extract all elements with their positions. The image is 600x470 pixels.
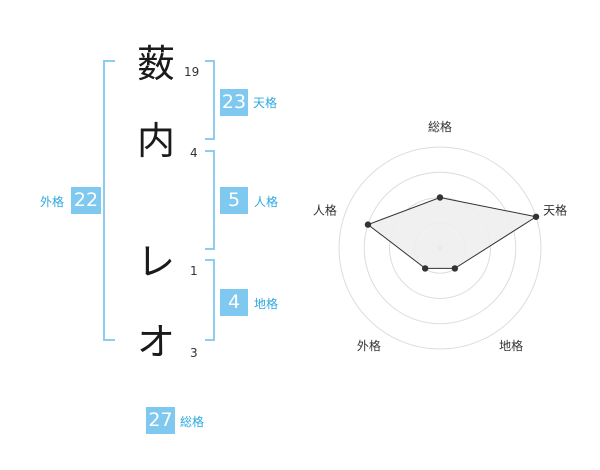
radar-value-polygon xyxy=(366,196,538,269)
gaikaku-bracket xyxy=(103,60,115,341)
jinkaku-bracket xyxy=(205,150,215,250)
name-char-1: 薮 xyxy=(136,42,175,86)
tenkaku-value-box: 23 xyxy=(220,89,248,116)
radar-axis-label-3: 地格 xyxy=(499,338,523,353)
stroke-count-2: 4 xyxy=(190,146,198,160)
tenkaku-label: 天格 xyxy=(253,96,278,110)
chikaku-bracket xyxy=(205,259,215,341)
chikaku-label: 地格 xyxy=(254,297,279,311)
gaikaku-value-box: 22 xyxy=(71,187,101,214)
radar-point-1 xyxy=(436,194,444,201)
chikaku-value-box: 4 xyxy=(220,289,248,316)
radar-point-2 xyxy=(532,213,540,220)
stroke-count-1: 19 xyxy=(184,65,200,79)
tenkaku-bracket xyxy=(205,60,215,140)
name-char-2: 内 xyxy=(136,119,175,163)
gaikaku-label: 外格 xyxy=(40,195,65,209)
radar-point-3 xyxy=(451,265,459,272)
stroke-count-3: 1 xyxy=(190,264,198,278)
soukaku-label: 総格 xyxy=(180,415,205,429)
name-char-3: レ xyxy=(136,240,175,284)
soukaku-value-box: 27 xyxy=(146,407,175,434)
stroke-count-4: 3 xyxy=(190,346,198,360)
radar-point-4 xyxy=(421,265,429,272)
name-char-4: オ xyxy=(136,320,175,364)
radar-axis-label-5: 人格 xyxy=(313,203,337,218)
jinkaku-value-box: 5 xyxy=(220,187,248,214)
radar-axis-label-4: 外格 xyxy=(357,338,381,353)
radar-axis-label-2: 天格 xyxy=(543,203,567,218)
radar-ring-3 xyxy=(363,171,517,325)
radar-point-5 xyxy=(364,221,372,228)
jinkaku-label: 人格 xyxy=(254,195,279,209)
radar-axis-label-1: 総格 xyxy=(428,119,452,134)
radar-ring-4 xyxy=(338,146,542,350)
